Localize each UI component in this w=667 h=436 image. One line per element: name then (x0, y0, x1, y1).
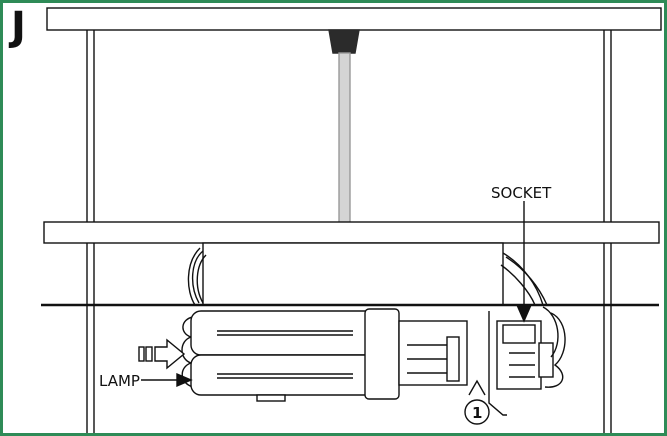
lamp-arrow (141, 372, 193, 388)
fixture-housing (202, 242, 504, 306)
callout-number: 1 (472, 404, 482, 422)
socket-label: SOCKET (491, 184, 552, 202)
lamp-base (364, 308, 468, 400)
outline-arrow-right-icon (138, 338, 186, 370)
wires-right (500, 252, 548, 306)
lamp-install-diagram: SOCKET LAMP 1 (41, 7, 662, 433)
socket-arrow (515, 201, 533, 323)
numbered-callout-icon (464, 379, 490, 425)
socket (488, 306, 566, 416)
shelf (43, 221, 660, 244)
lamp-label: LAMP (99, 372, 140, 390)
lamp-tube (181, 310, 376, 402)
step-letter: J (11, 4, 26, 50)
ceiling-plate (46, 7, 662, 31)
hanging-cord (338, 52, 351, 226)
wires-left (187, 247, 207, 306)
cord-cap (328, 29, 360, 54)
